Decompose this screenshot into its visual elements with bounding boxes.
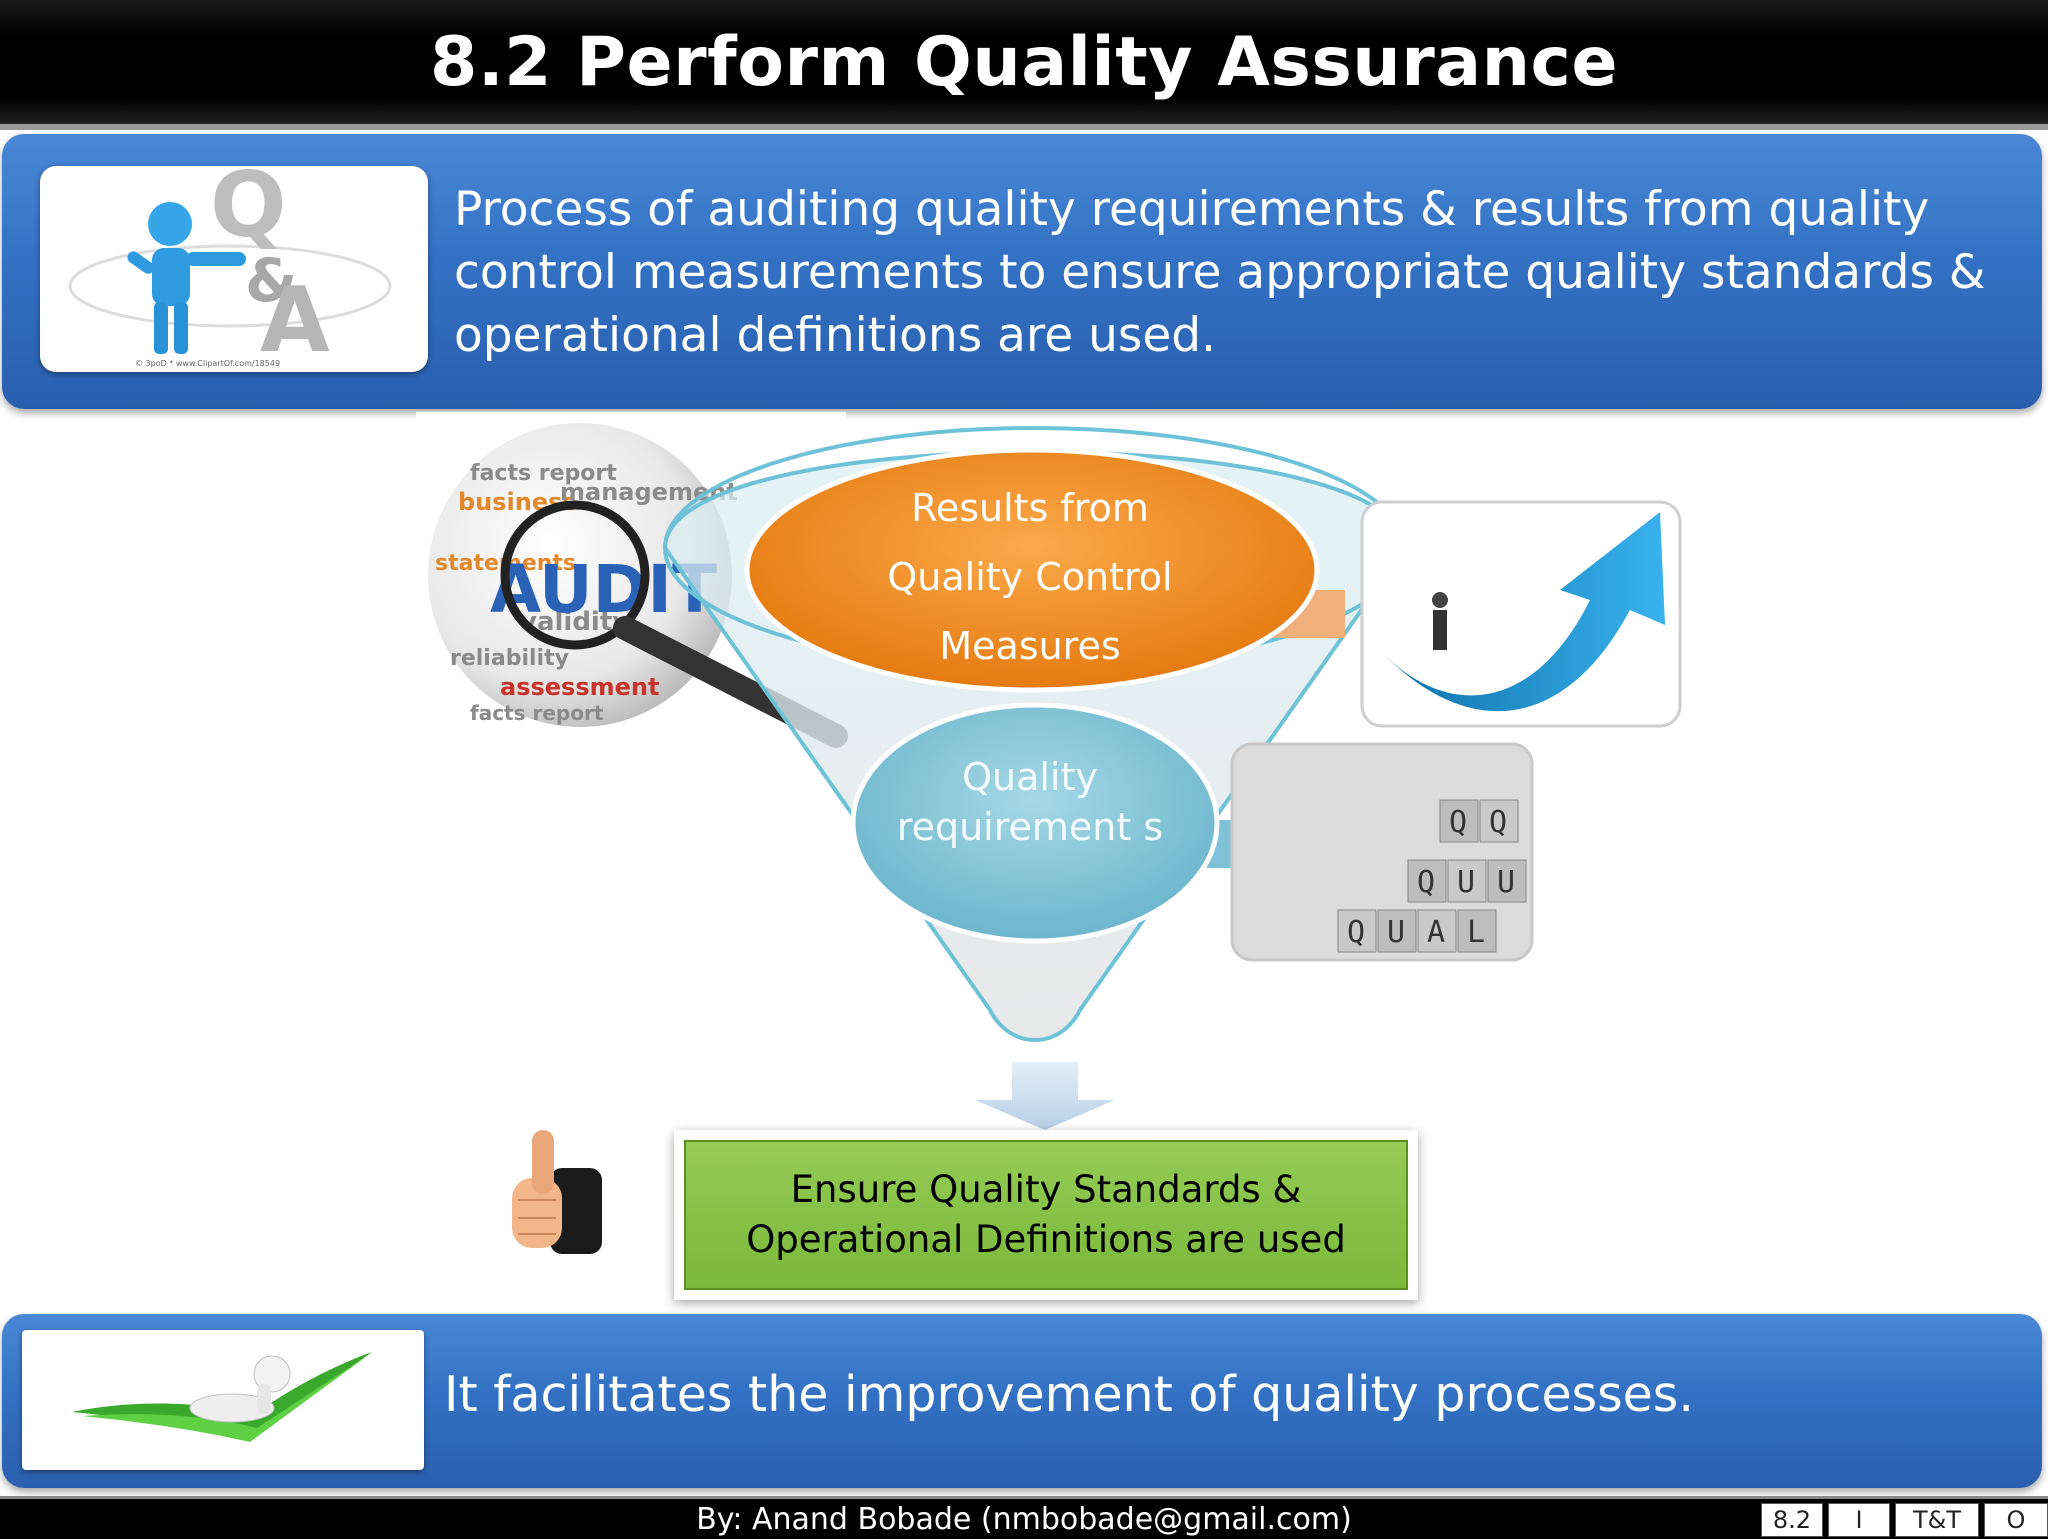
nav-tabs: 8.2 I T&T O <box>1756 1503 2048 1537</box>
output-box-fill: Ensure Quality Standards & Operational D… <box>684 1140 1408 1290</box>
svg-text:A: A <box>1427 915 1445 950</box>
svg-text:U: U <box>1387 915 1405 950</box>
page-title: 8.2 Perform Quality Assurance <box>430 22 1618 102</box>
svg-text:© 3poD * www.ClipartOf.com/1: © 3poD * www.ClipartOf.com/18549 <box>135 359 280 368</box>
svg-text:A: A <box>260 268 330 372</box>
nav-tab-tools[interactable]: T&T <box>1895 1503 1979 1537</box>
qa-illustration: Q & A © 3poD * www.ClipartOf.com/18549 <box>40 166 428 372</box>
title-bar: 8.2 Perform Quality Assurance <box>0 0 2048 130</box>
benefit-text: It facilitates the improvement of qualit… <box>444 1366 1694 1423</box>
requirements-label: Quality requirement s <box>896 755 1164 849</box>
checkmark-illustration <box>22 1330 424 1470</box>
nav-tab-outputs[interactable]: O <box>1984 1503 2048 1537</box>
svg-text:U: U <box>1497 865 1515 900</box>
svg-text:Q: Q <box>210 166 287 258</box>
qa-figure-icon: Q & A © 3poD * www.ClipartOf.com/18549 <box>68 166 392 372</box>
svg-text:business: business <box>458 488 577 516</box>
svg-text:Q: Q <box>1449 805 1467 840</box>
down-arrow-icon <box>975 1062 1115 1130</box>
results-label: Results from Quality Control Measures <box>887 486 1173 668</box>
quality-blocks-icon: Q Q Q U U Q U A L <box>1230 742 1534 962</box>
svg-text:Q: Q <box>1417 865 1435 900</box>
svg-text:Q: Q <box>1489 805 1507 840</box>
definition-text: Process of auditing quality requirements… <box>454 182 1986 363</box>
growth-arrow-icon <box>1360 500 1682 728</box>
output-box: Ensure Quality Standards & Operational D… <box>674 1130 1418 1300</box>
funnel-diagram: facts report business management stateme… <box>416 412 1682 1254</box>
svg-text:assessment: assessment <box>500 673 659 701</box>
svg-text:reliability: reliability <box>450 646 569 671</box>
checkmark-figure-icon <box>72 1352 372 1442</box>
author-credit: By: Anand Bobade (nmbobade@gmail.com) <box>696 1502 1352 1537</box>
svg-text:L: L <box>1467 915 1485 950</box>
nav-tab-inputs[interactable]: I <box>1828 1503 1890 1537</box>
thumbs-up-icon <box>512 1130 602 1254</box>
svg-text:Q: Q <box>1347 915 1365 950</box>
audit-sphere-icon: facts report business management stateme… <box>416 412 848 748</box>
nav-tab-process[interactable]: 8.2 <box>1761 1503 1823 1537</box>
svg-text:&: & <box>245 246 297 316</box>
requirements-ellipse <box>850 702 1220 944</box>
svg-text:facts report: facts report <box>470 461 617 486</box>
svg-text:U: U <box>1457 865 1475 900</box>
footer-bar: By: Anand Bobade (nmbobade@gmail.com) 8.… <box>0 1496 2048 1539</box>
results-ellipse <box>744 447 1320 693</box>
svg-text:facts report: facts report <box>470 701 604 725</box>
output-label: Ensure Quality Standards & Operational D… <box>746 1168 1346 1261</box>
